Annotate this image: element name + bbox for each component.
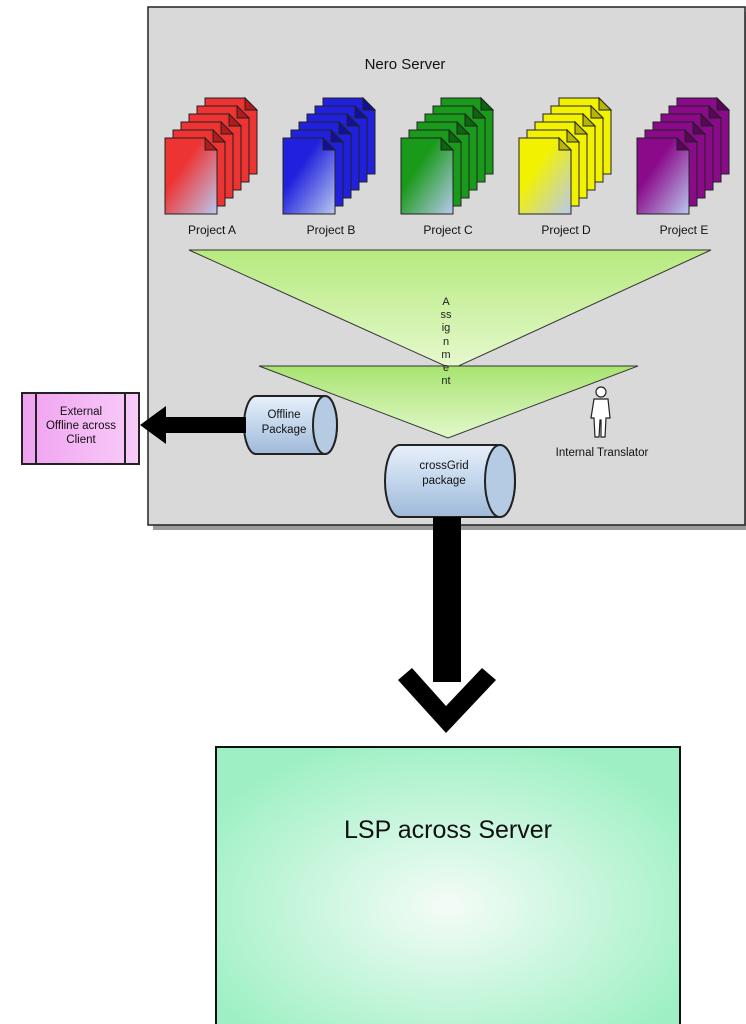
document-fold-icon bbox=[204, 136, 219, 151]
document-fold-icon bbox=[456, 120, 471, 135]
assignment-funnel-upper bbox=[188, 249, 712, 370]
arrow-to-external-client bbox=[140, 406, 246, 444]
document-fold-icon bbox=[244, 96, 259, 111]
document-fold-icon bbox=[574, 120, 589, 135]
project-label-c: Project C bbox=[423, 223, 473, 237]
document-fold-icon bbox=[362, 96, 377, 111]
offline-package-cylinder bbox=[243, 395, 338, 455]
document-page-icon bbox=[164, 137, 218, 215]
document-fold-icon bbox=[322, 136, 337, 151]
document-fold-icon bbox=[676, 136, 691, 151]
document-fold-icon bbox=[212, 128, 227, 143]
document-fold-icon bbox=[472, 104, 487, 119]
crossgrid-package-line1: crossGrid bbox=[419, 460, 469, 472]
document-page-icon bbox=[400, 137, 454, 215]
server-title: Nero Server bbox=[364, 56, 446, 73]
external-client-box bbox=[21, 392, 140, 465]
arrow-to-lsp-server bbox=[398, 517, 496, 733]
document-page-icon bbox=[636, 137, 690, 215]
document-fold-icon bbox=[236, 104, 251, 119]
translator-label: Internal Translator bbox=[555, 447, 649, 459]
document-page-icon bbox=[518, 137, 572, 215]
project-label-a: Project A bbox=[187, 223, 237, 237]
assignment-label: Assignment bbox=[440, 296, 452, 388]
document-fold-icon bbox=[228, 112, 243, 127]
document-fold-icon bbox=[582, 112, 597, 127]
document-fold-icon bbox=[598, 96, 613, 111]
document-fold-icon bbox=[708, 104, 723, 119]
document-fold-icon bbox=[692, 120, 707, 135]
offline-package-line1: Offline bbox=[267, 409, 301, 421]
document-fold-icon bbox=[346, 112, 361, 127]
document-fold-icon bbox=[590, 104, 605, 119]
document-fold-icon bbox=[220, 120, 235, 135]
translator-icon bbox=[590, 386, 611, 438]
document-fold-icon bbox=[440, 136, 455, 151]
document-page-icon bbox=[282, 137, 336, 215]
document-fold-icon bbox=[464, 112, 479, 127]
offline-package-label: Offline Package bbox=[248, 408, 320, 438]
document-fold-icon bbox=[716, 96, 731, 111]
project-stacks bbox=[164, 96, 731, 215]
project-label-d: Project D bbox=[541, 223, 591, 237]
document-stack-project-d bbox=[518, 96, 613, 215]
external-client-line1: External bbox=[59, 406, 103, 418]
document-fold-icon bbox=[566, 128, 581, 143]
lsp-server-label: LSP across Server bbox=[344, 816, 552, 844]
document-fold-icon bbox=[448, 128, 463, 143]
crossgrid-package-label: crossGrid package bbox=[394, 459, 494, 489]
crossgrid-package-cylinder bbox=[384, 444, 516, 518]
external-client-line3: Client bbox=[66, 434, 96, 446]
assignment-funnel-lower bbox=[258, 365, 639, 439]
crossgrid-package-line2: package bbox=[422, 475, 466, 487]
project-label-b: Project B bbox=[306, 223, 356, 237]
external-client-line2: Offline across bbox=[45, 420, 117, 432]
document-fold-icon bbox=[684, 128, 699, 143]
document-stack-project-e bbox=[636, 96, 731, 215]
offline-package-line2: Package bbox=[261, 424, 307, 436]
document-fold-icon bbox=[558, 136, 573, 151]
document-stack-project-a bbox=[164, 96, 259, 215]
document-fold-icon bbox=[700, 112, 715, 127]
document-stack-project-b bbox=[282, 96, 377, 215]
document-stack-project-c bbox=[400, 96, 495, 215]
project-label-e: Project E bbox=[659, 223, 709, 237]
document-fold-icon bbox=[330, 128, 345, 143]
document-fold-icon bbox=[480, 96, 495, 111]
document-fold-icon bbox=[354, 104, 369, 119]
lsp-server-box bbox=[215, 746, 681, 1024]
external-client-label: External Offline across Client bbox=[36, 405, 126, 447]
document-fold-icon bbox=[338, 120, 353, 135]
